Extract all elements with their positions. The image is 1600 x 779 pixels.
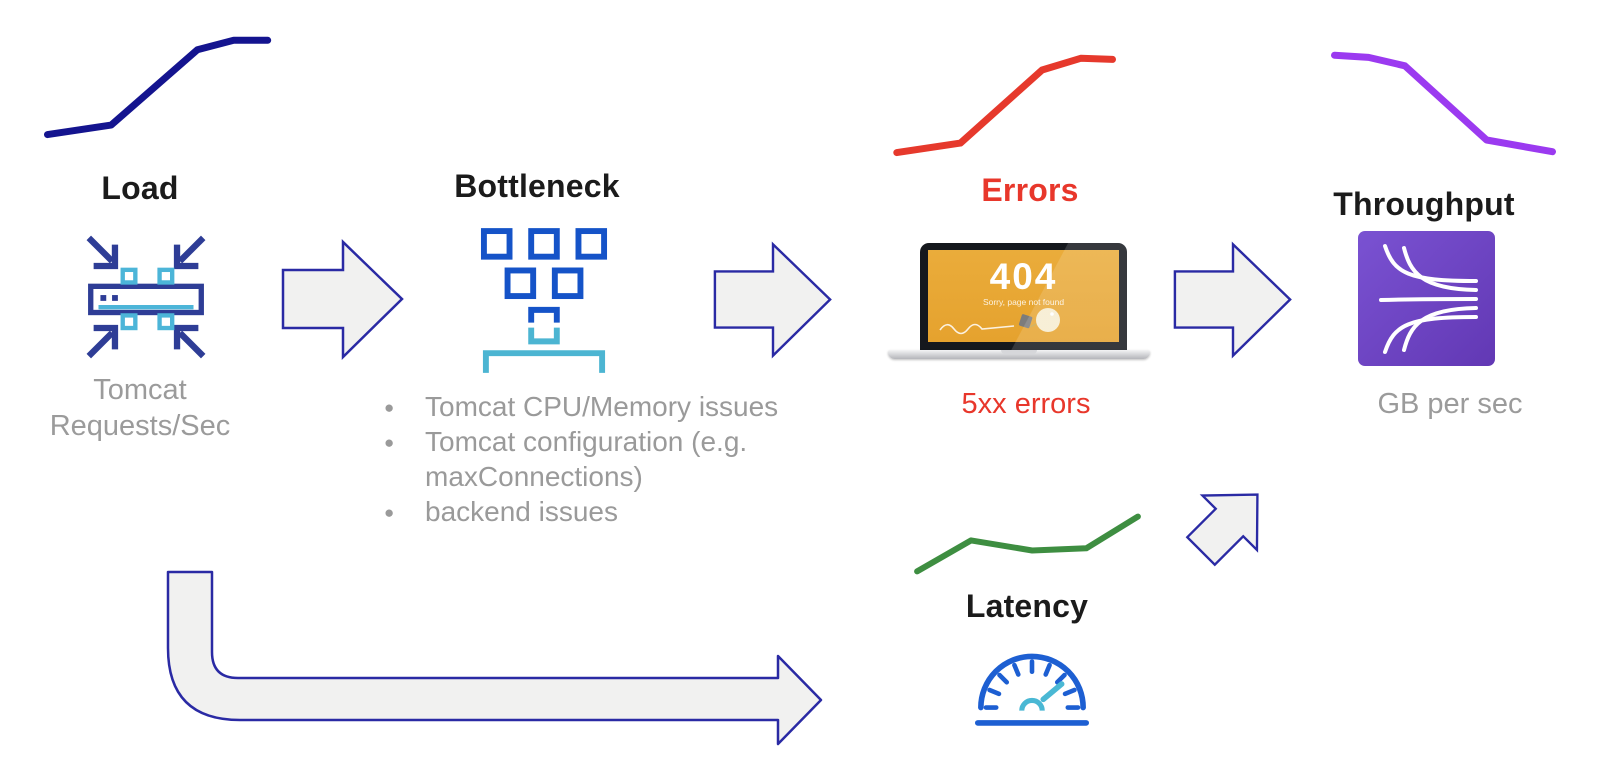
error-code-text: 404 [989,256,1058,297]
throughput-title: Throughput [1333,186,1515,222]
load-sparkline [38,30,275,146]
latency-title: Latency [965,588,1089,624]
speedometer-icon [974,653,1090,726]
latency-sparkline [905,503,1150,585]
throughput-sparkline [1325,46,1562,162]
laptop-404-illustration: 404 Sorry, page not found [920,243,1127,350]
laptop-screen-content: 404 Sorry, page not found [928,250,1119,342]
errors-caption: 5xx errors [961,388,1091,420]
errors-title: Errors [981,172,1079,208]
load-caption: Tomcat Requests/Sec [49,374,231,442]
bullet-item: Tomcat CPU/Memory issues [378,389,786,425]
arrow-bottleneck-to-errors [713,241,832,359]
error-message-text: Sorry, page not found [982,297,1065,307]
bullet-item: Tomcat configuration (e.g. maxConnection… [378,424,786,494]
lightbulb-doodle [939,308,1060,335]
errors-sparkline [885,48,1122,164]
elbow-arrow-load-to-latency [166,570,823,746]
arrow-errors-to-throughput [1173,241,1292,359]
bottleneck-bullet-list: Tomcat CPU/Memory issues Tomcat configur… [378,389,786,530]
load-balancer-icon [86,235,206,359]
laptop-base [888,350,1150,359]
load-title: Load [101,170,179,206]
funnel-boxes-icon [480,228,608,373]
data-flow-icon [1358,231,1495,366]
bullet-item: backend issues [378,494,786,530]
arrow-latency-to-errors [1185,493,1259,567]
throughput-caption: GB per sec [1377,388,1523,420]
bottleneck-title: Bottleneck [454,168,620,204]
arrow-load-to-bottleneck [281,239,404,360]
